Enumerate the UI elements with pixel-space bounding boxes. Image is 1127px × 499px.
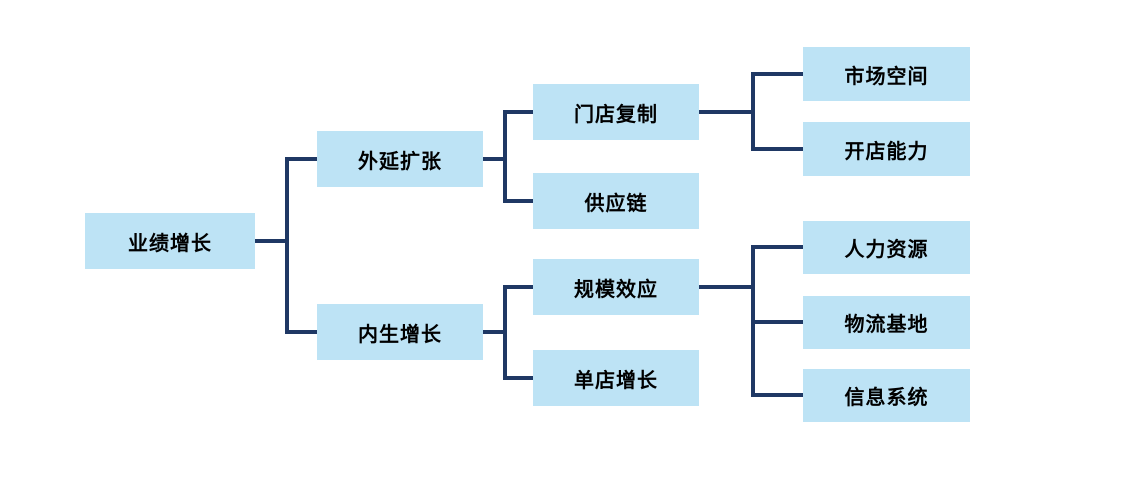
- node-organic-growth: 内生增长: [317, 304, 483, 360]
- connector-external-expansion-fork: [483, 110, 533, 203]
- node-scale-effect: 规模效应: [533, 259, 699, 315]
- node-single-store-growth: 单店增长: [533, 350, 699, 406]
- node-market-space: 市场空间: [803, 47, 970, 101]
- node-supply-chain: 供应链: [533, 173, 699, 229]
- connector-store-replication-fork: [699, 72, 803, 151]
- connector-scale-effect-fork: [699, 245, 803, 397]
- connector-root-fork: [255, 157, 317, 334]
- node-store-replication: 门店复制: [533, 84, 699, 140]
- connector-organic-growth-fork: [483, 285, 533, 380]
- node-external-expansion: 外延扩张: [317, 131, 483, 187]
- node-information-system: 信息系统: [803, 369, 970, 422]
- node-human-resources: 人力资源: [803, 221, 970, 274]
- node-store-opening-capability: 开店能力: [803, 122, 970, 176]
- node-performance-growth: 业绩增长: [85, 213, 255, 269]
- node-logistics-base: 物流基地: [803, 296, 970, 349]
